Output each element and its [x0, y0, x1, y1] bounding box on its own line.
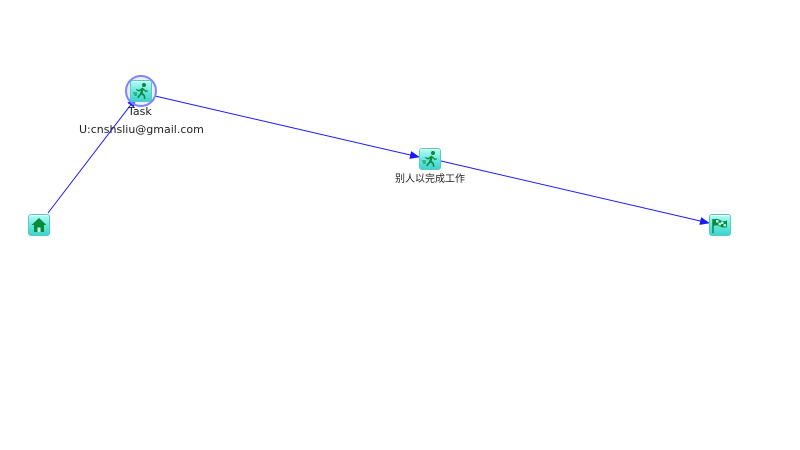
task-node[interactable] [125, 75, 157, 107]
task2-node[interactable] [419, 148, 441, 170]
start-node[interactable] [28, 214, 50, 236]
edge-start-to-task[interactable] [47, 97, 137, 214]
task-node-box[interactable] [130, 80, 152, 102]
end-node-box[interactable] [709, 214, 731, 236]
task-title: Task [128, 105, 152, 118]
task-assignee: U:cnshsliu@gmail.com [79, 123, 204, 136]
end-node[interactable] [709, 214, 731, 236]
task2-node-box[interactable] [419, 148, 441, 170]
edge-task-to-task2[interactable] [154, 95, 420, 159]
runner-icon [133, 83, 148, 99]
edge-task2-to-end[interactable] [440, 160, 710, 225]
checkered-flag-icon [712, 218, 727, 233]
home-icon [31, 218, 47, 232]
task2-title: 别人以完成工作 [395, 174, 465, 185]
runner-icon [422, 151, 437, 167]
start-node-box[interactable] [28, 214, 50, 236]
